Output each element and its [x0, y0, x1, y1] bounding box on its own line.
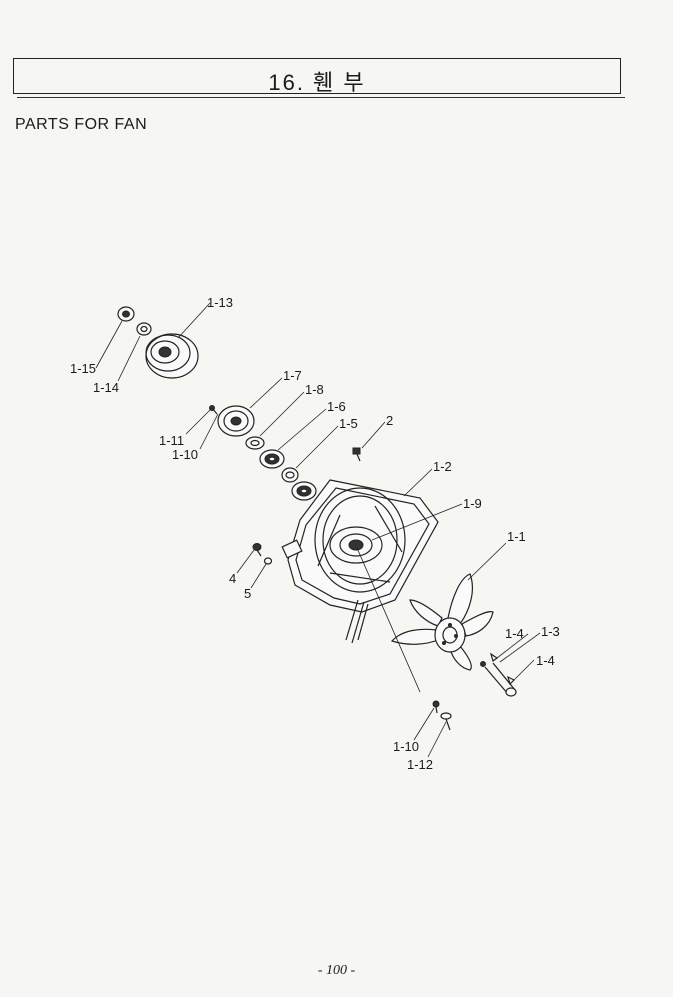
part-washer-5 [263, 557, 273, 565]
part-fan-blade-1-1 [390, 573, 494, 671]
part-screw-2 [352, 447, 361, 462]
label-1-7: 1-7 [283, 368, 302, 383]
label-1-10-top: 1-10 [172, 447, 198, 462]
label-1-13: 1-13 [207, 295, 233, 310]
part-pulley-1-13 [145, 333, 199, 379]
label-1-4-b: 1-4 [536, 653, 555, 668]
title-box: 16. 휀 부 [13, 58, 625, 98]
label-1-5: 1-5 [339, 416, 358, 431]
label-1-1: 1-1 [507, 529, 526, 544]
part-shaft-1-3 [480, 661, 517, 697]
label-1-6: 1-6 [327, 399, 346, 414]
label-5: 5 [244, 586, 251, 601]
page-title: 16. 휀 부 [268, 70, 366, 95]
part-washer-1-14 [136, 322, 152, 336]
label-1-3: 1-3 [541, 624, 560, 639]
label-1-4-a: 1-4 [505, 626, 524, 641]
part-bearing-second [291, 481, 317, 501]
part-clip-1-4a [489, 652, 499, 663]
label-1-2: 1-2 [433, 459, 452, 474]
assembly-axis-line [356, 547, 421, 693]
part-bolt-1-12 [440, 712, 452, 731]
label-4: 4 [229, 571, 236, 586]
label-1-9: 1-9 [463, 496, 482, 511]
part-clip-1-4b [507, 675, 516, 686]
page-number: - 100 - [317, 963, 356, 978]
label-1-10-bottom: 1-10 [393, 739, 419, 754]
part-nut-1-15 [117, 306, 135, 322]
part-screw-4 [252, 543, 262, 557]
part-spacer-1-5 [281, 467, 299, 483]
part-ring-1-8 [245, 436, 265, 450]
label-1-15: 1-15 [70, 361, 96, 376]
label-1-11: 1-11 [159, 433, 184, 448]
part-bearing-housing-1-7 [217, 405, 255, 437]
part-fan-housing-1-2 [281, 479, 439, 644]
label-1-14: 1-14 [93, 380, 119, 395]
section-subtitle: PARTS FOR FAN [15, 116, 148, 133]
label-2: 2 [386, 413, 393, 428]
label-1-8: 1-8 [305, 382, 324, 397]
part-bolt-1-10 [432, 700, 440, 714]
leader-lines [95, 302, 541, 758]
part-bearing-1-6 [259, 449, 285, 469]
label-1-12: 1-12 [407, 757, 433, 772]
